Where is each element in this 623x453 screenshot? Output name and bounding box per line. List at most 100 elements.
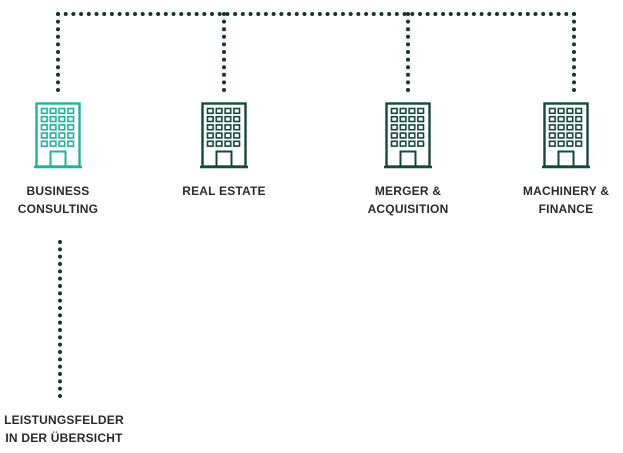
- connector-dot: [71, 12, 76, 16]
- connector-dot: [387, 12, 392, 16]
- connector-dot: [572, 65, 576, 70]
- connector-dot: [572, 57, 576, 62]
- connector-dot: [263, 12, 268, 16]
- connector-dot: [406, 80, 410, 85]
- connector-dot: [510, 12, 515, 16]
- connector-dot: [502, 12, 507, 16]
- connector-dot: [541, 12, 546, 16]
- connector-dot: [310, 12, 315, 16]
- connector-dot: [94, 12, 99, 16]
- connector-dot: [464, 12, 469, 16]
- connector-dot: [494, 12, 499, 16]
- connector-dot: [58, 350, 62, 354]
- connector-dot: [548, 12, 553, 16]
- connector-dot: [194, 12, 199, 16]
- connector-dot: [233, 12, 238, 16]
- connector-dot: [210, 12, 215, 16]
- node-machinery-finance[interactable]: MACHINERY & FINANCE: [496, 101, 623, 218]
- connector-dot: [222, 88, 226, 92]
- connector-dot: [572, 80, 576, 85]
- leistungsfelder-link[interactable]: LEISTUNGSFELDER IN DER ÜBERSICHT: [4, 413, 124, 445]
- connector-dot: [109, 12, 114, 16]
- node-label: REAL ESTATE: [182, 184, 266, 198]
- connector-dot: [448, 12, 453, 16]
- connector-dot: [222, 65, 226, 70]
- node-label: MERGER & ACQUISITION: [367, 184, 449, 216]
- connector-dot: [479, 12, 484, 16]
- connector-dot: [406, 19, 410, 24]
- connector-dot: [56, 80, 60, 85]
- connector-dot: [441, 12, 446, 16]
- connector-dot: [364, 12, 369, 16]
- connector-dot: [56, 88, 60, 92]
- connector-dot: [348, 12, 353, 16]
- connector-dot: [456, 12, 461, 16]
- connector-dot: [58, 313, 62, 318]
- connector-dot: [186, 12, 191, 16]
- connector-dot: [406, 42, 410, 47]
- connector-dot: [325, 12, 330, 16]
- connector-dot: [148, 12, 153, 16]
- building-icon: [34, 102, 82, 169]
- connector-dot: [58, 298, 62, 303]
- node-label: BUSINESS CONSULTING: [17, 184, 99, 216]
- node-real-estate[interactable]: REAL ESTATE: [154, 101, 294, 200]
- connector-dot: [102, 12, 107, 16]
- connector-dot: [56, 50, 60, 54]
- connector-dot: [572, 12, 576, 16]
- connector-dot: [406, 65, 410, 70]
- connector-dot: [406, 27, 410, 32]
- connector-dot: [58, 328, 62, 332]
- connector-dot: [402, 12, 407, 16]
- connector-dot: [406, 72, 410, 77]
- connector-dot: [79, 12, 84, 16]
- connector-dot: [171, 12, 176, 16]
- connector-dot: [240, 12, 245, 16]
- connector-dot: [433, 12, 438, 16]
- connector-dot: [56, 34, 60, 39]
- connector-dot: [471, 12, 476, 16]
- connector-dot: [179, 12, 184, 16]
- connector-dot: [406, 50, 410, 54]
- connector-dot: [222, 50, 226, 54]
- connector-dot: [156, 12, 161, 16]
- connector-dot: [58, 372, 62, 376]
- building-icon: [200, 102, 248, 169]
- connector-dot: [202, 12, 207, 16]
- connector-dot: [58, 364, 62, 369]
- connector-dot: [294, 12, 299, 16]
- connector-dot: [406, 12, 410, 16]
- node-merger-acquisition[interactable]: MERGER & ACQUISITION: [338, 101, 478, 218]
- connector-dot: [425, 12, 430, 16]
- connector-dot: [58, 335, 62, 340]
- connector-dot: [256, 12, 261, 16]
- connector-dot: [222, 12, 226, 16]
- connector-dot: [487, 12, 492, 16]
- connector-dot: [572, 50, 576, 54]
- connector-dot: [417, 12, 422, 16]
- connector-dot: [56, 57, 60, 62]
- connector-dot: [58, 262, 62, 266]
- connector-dot: [410, 12, 415, 16]
- connector-dot: [572, 34, 576, 39]
- node-business-consulting[interactable]: BUSINESS CONSULTING: [0, 101, 128, 218]
- connector-dot: [379, 12, 384, 16]
- connector-dot: [222, 72, 226, 77]
- connector-dot: [356, 12, 361, 16]
- connector-dot: [406, 88, 410, 92]
- connector-dot: [271, 12, 276, 16]
- connector-dot: [56, 19, 60, 24]
- connector-dot: [133, 12, 138, 16]
- node-label: MACHINERY & FINANCE: [522, 184, 610, 216]
- connector-dot: [533, 12, 538, 16]
- connector-dot: [406, 34, 410, 39]
- connector-dot: [406, 57, 410, 62]
- connector-dot: [333, 12, 338, 16]
- connector-dot: [225, 12, 230, 16]
- connector-dot: [222, 19, 226, 24]
- connector-dot: [564, 12, 569, 16]
- connector-dot: [222, 27, 226, 32]
- connector-dot: [117, 12, 122, 16]
- connector-dot: [56, 27, 60, 32]
- connector-dot: [163, 12, 168, 16]
